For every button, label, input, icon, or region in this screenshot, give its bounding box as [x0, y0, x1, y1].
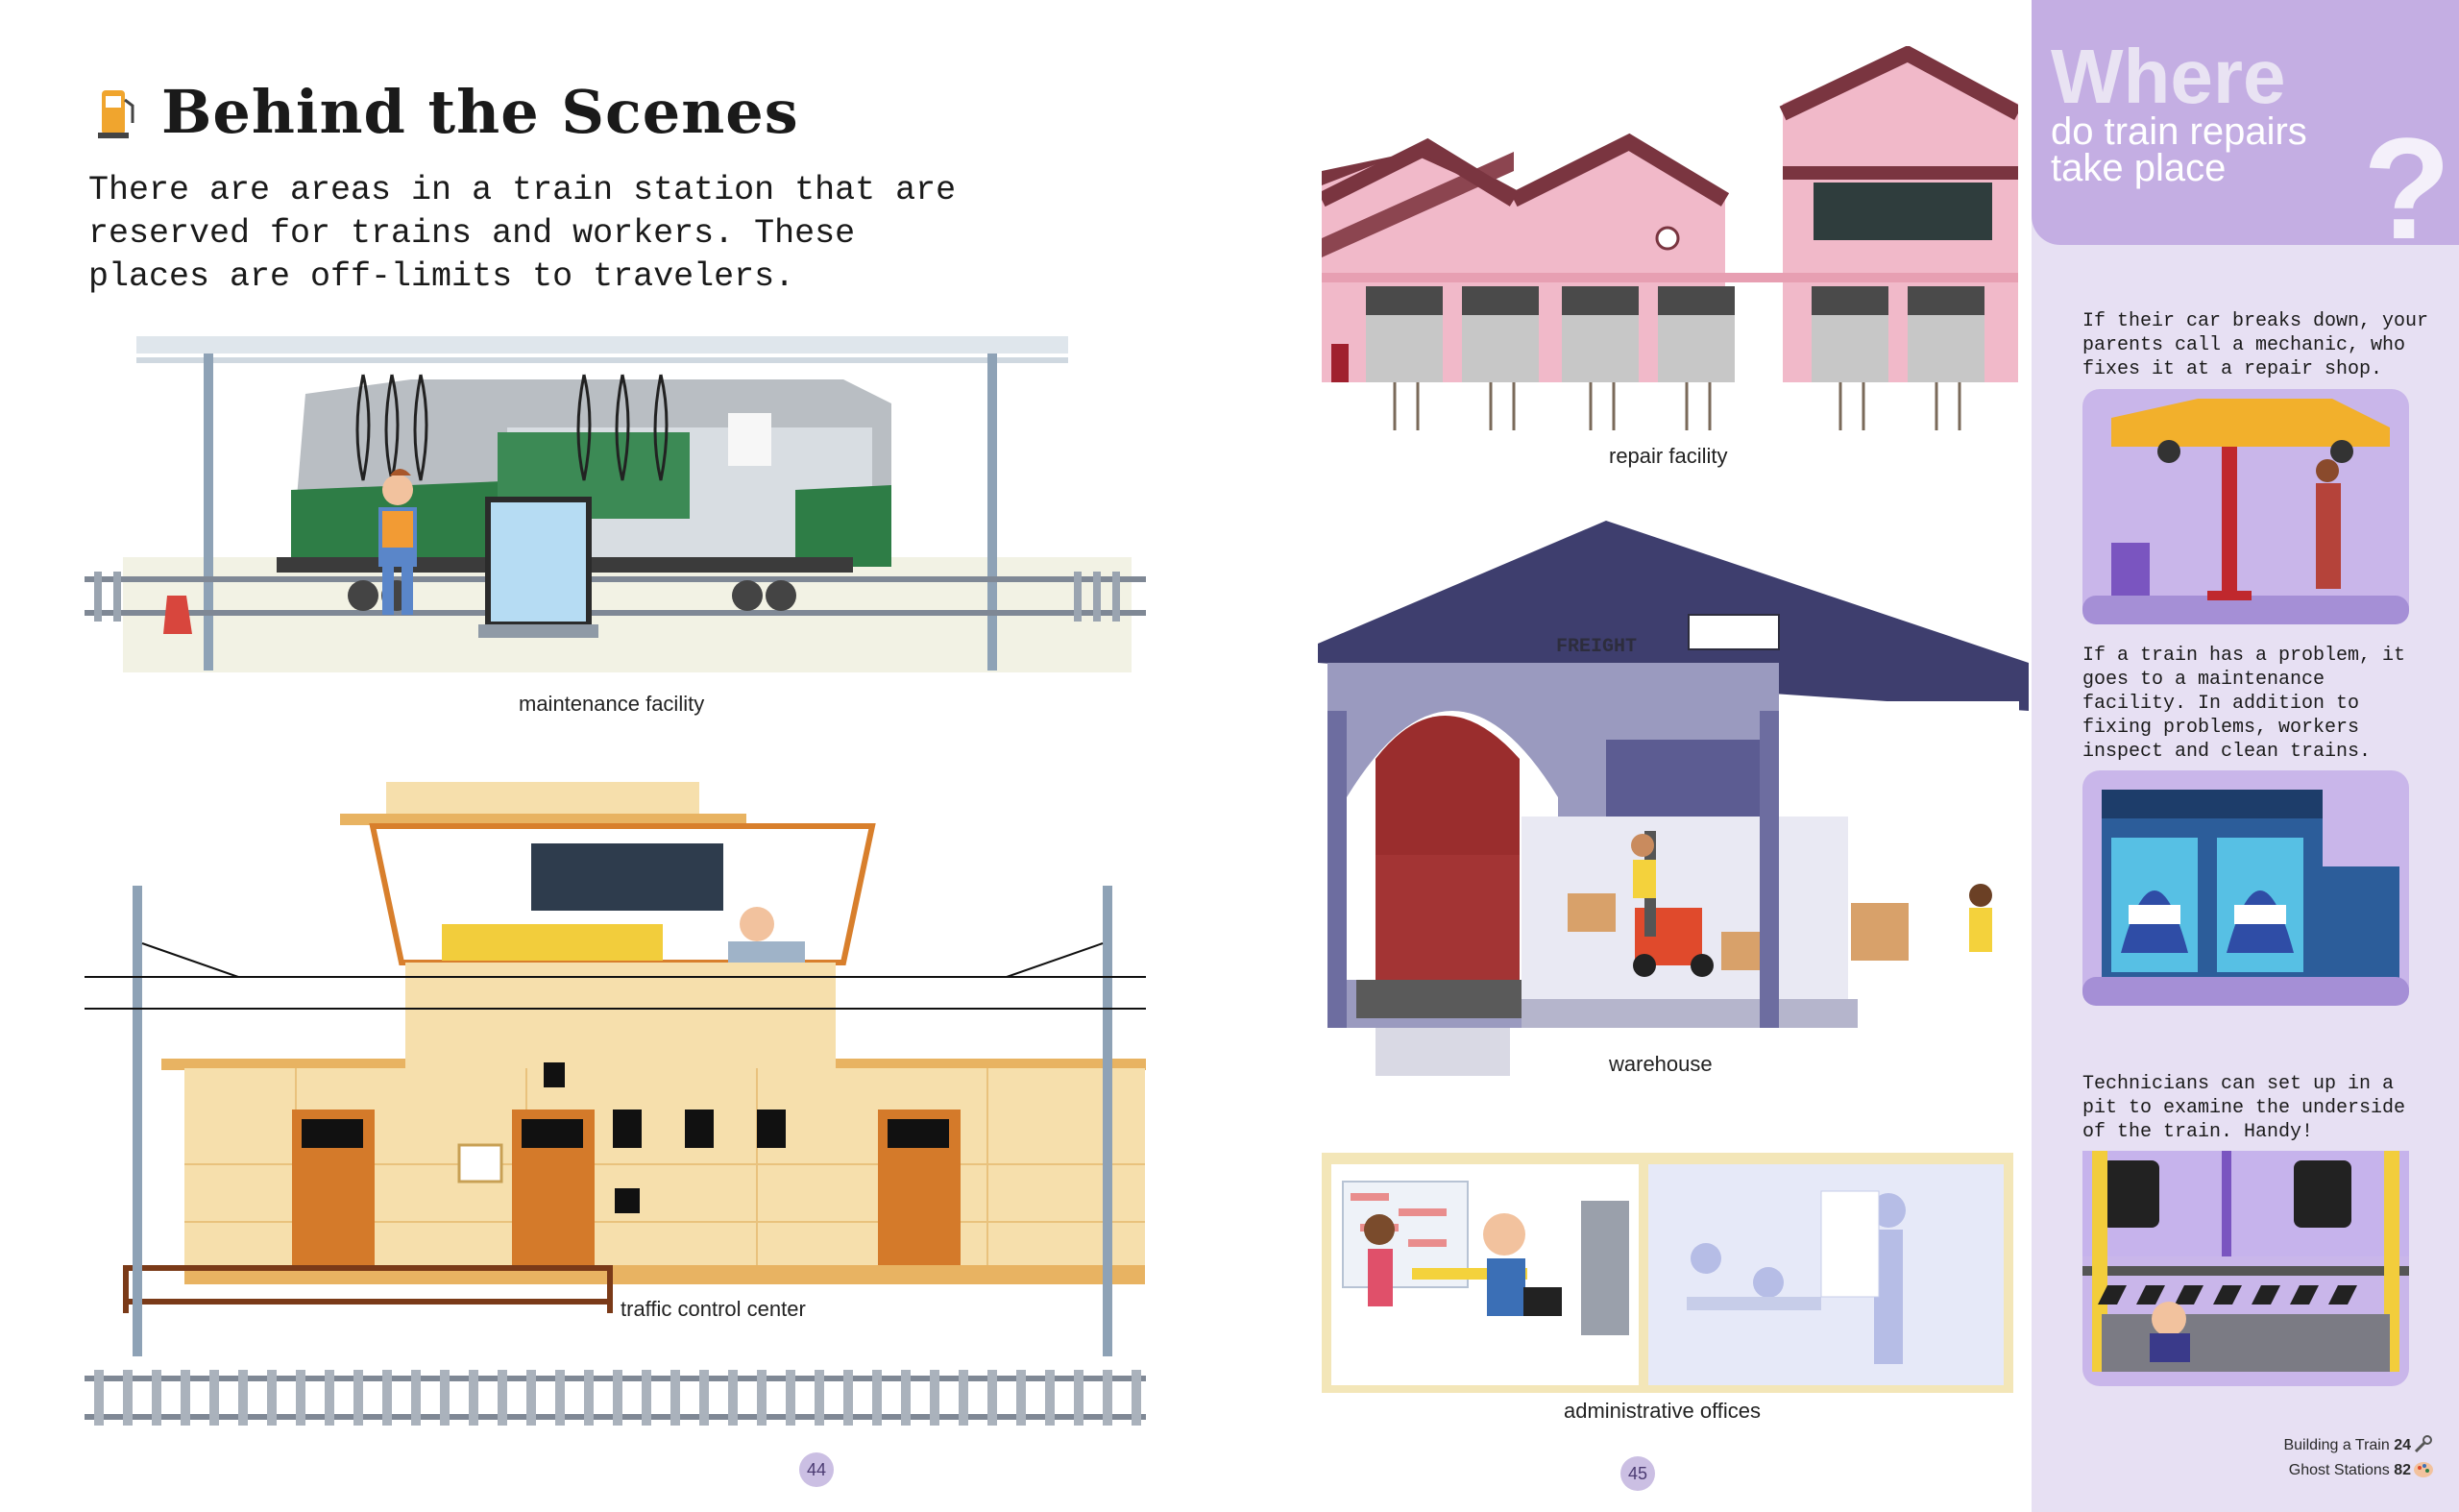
question-mark-icon: ?: [2363, 108, 2451, 269]
related-label: Ghost Stations: [2288, 1462, 2390, 1478]
warehouse-illustration: [1318, 519, 2029, 1076]
maintenance-facility-caption: maintenance facility: [519, 692, 705, 716]
administrative-offices-illustration: [1322, 1153, 2013, 1393]
traffic-control-center-caption: traffic control center: [621, 1297, 806, 1321]
warehouse-caption: warehouse: [1609, 1052, 1713, 1076]
repair-facility-caption: repair facility: [1609, 444, 1728, 468]
related-label: Building a Train: [2283, 1437, 2390, 1453]
repair-facility-illustration: [1318, 45, 2022, 440]
freight-sign: FREIGHT: [1556, 636, 1638, 658]
car-repair-illustration: [2082, 389, 2409, 624]
sidebar-paragraph-2: If a train has a problem, it goes to a m…: [2082, 645, 2406, 763]
maintenance-facility-illustration: [85, 336, 1146, 692]
related-link-ghost-stations[interactable]: Ghost Stations 82: [2238, 1462, 2411, 1479]
maintenance-pit-illustration: [2082, 770, 2409, 1006]
sidebar-paragraph-1: If their car breaks down, your parents c…: [2082, 310, 2429, 380]
wrench-icon: [2413, 1435, 2432, 1454]
administrative-offices-caption: administrative offices: [1564, 1399, 1762, 1423]
sidebar-paragraph-3: Technicians can set up in a pit to exami…: [2082, 1073, 2406, 1143]
related-link-building-a-train[interactable]: Building a Train 24: [2238, 1437, 2411, 1454]
page-number-left: 44: [799, 1452, 834, 1487]
sidebar-header: [2032, 0, 2459, 245]
related-page: 24: [2394, 1437, 2411, 1453]
page-title: Behind the Scenes: [161, 77, 799, 147]
page-number-right: 45: [1620, 1456, 1655, 1491]
related-page: 82: [2394, 1462, 2411, 1478]
sidebar-where: Where: [2051, 34, 2286, 119]
pit-technician-illustration: [2082, 1151, 2409, 1386]
fuel-pump-icon: [96, 85, 138, 138]
paint-palette-icon: [2413, 1460, 2434, 1479]
traffic-control-center-illustration: [85, 780, 1151, 1433]
intro-text: There are areas in a train station that …: [88, 171, 957, 296]
sidebar-question: do train repairs take place: [2051, 110, 2307, 189]
